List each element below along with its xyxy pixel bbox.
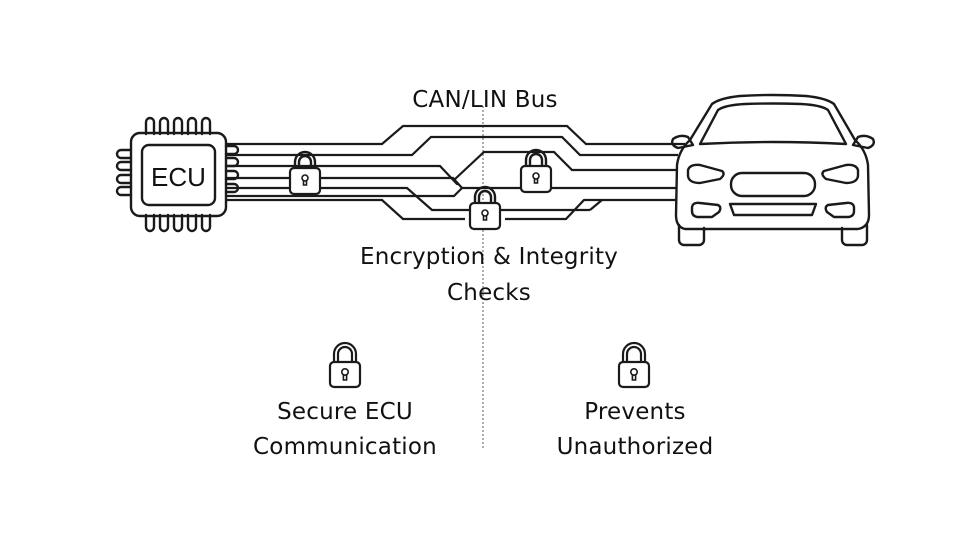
bus-wire — [589, 199, 603, 211]
bus-wire — [453, 150, 676, 181]
right-feature-line2: Unauthorized — [556, 434, 714, 460]
padlock-icon — [468, 185, 502, 231]
right-feature-line1: Prevents — [584, 399, 686, 425]
bus-wire — [505, 198, 676, 221]
bus-wire — [227, 198, 465, 221]
padlock-icon — [617, 341, 651, 389]
bus-wire — [227, 124, 685, 146]
bus-label: CAN/LIN Bus — [412, 87, 558, 113]
padlock-icon — [288, 150, 322, 196]
ecu-label: ECU — [151, 162, 206, 192]
bus-wire — [227, 164, 459, 186]
car-icon — [670, 93, 876, 247]
left-feature-line2: Communication — [253, 434, 437, 460]
padlock-icon — [519, 148, 553, 194]
bus-wire — [227, 135, 678, 157]
padlock-icon — [328, 341, 362, 389]
center-caption-line2: Checks — [447, 280, 531, 306]
left-feature-line1: Secure ECU — [277, 399, 413, 425]
center-caption-line1: Encryption & Integrity — [359, 244, 619, 270]
